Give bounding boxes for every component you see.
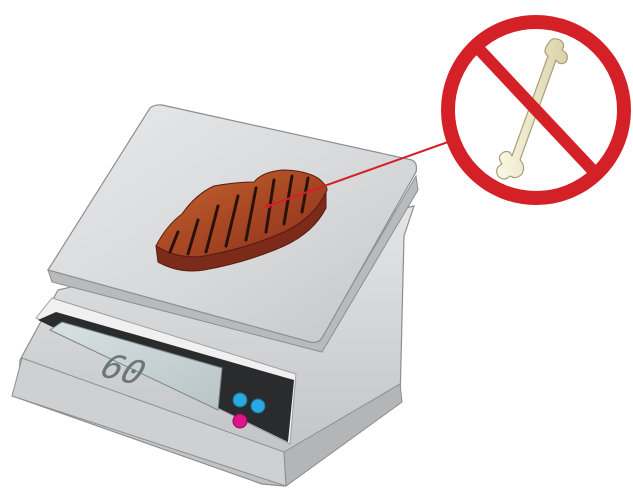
kitchen-scale: 60 — [12, 105, 418, 486]
blue-button-right[interactable] — [251, 399, 265, 413]
no-bone-sign — [448, 22, 624, 198]
magenta-button[interactable] — [233, 414, 247, 428]
blue-button-left[interactable] — [233, 393, 247, 407]
